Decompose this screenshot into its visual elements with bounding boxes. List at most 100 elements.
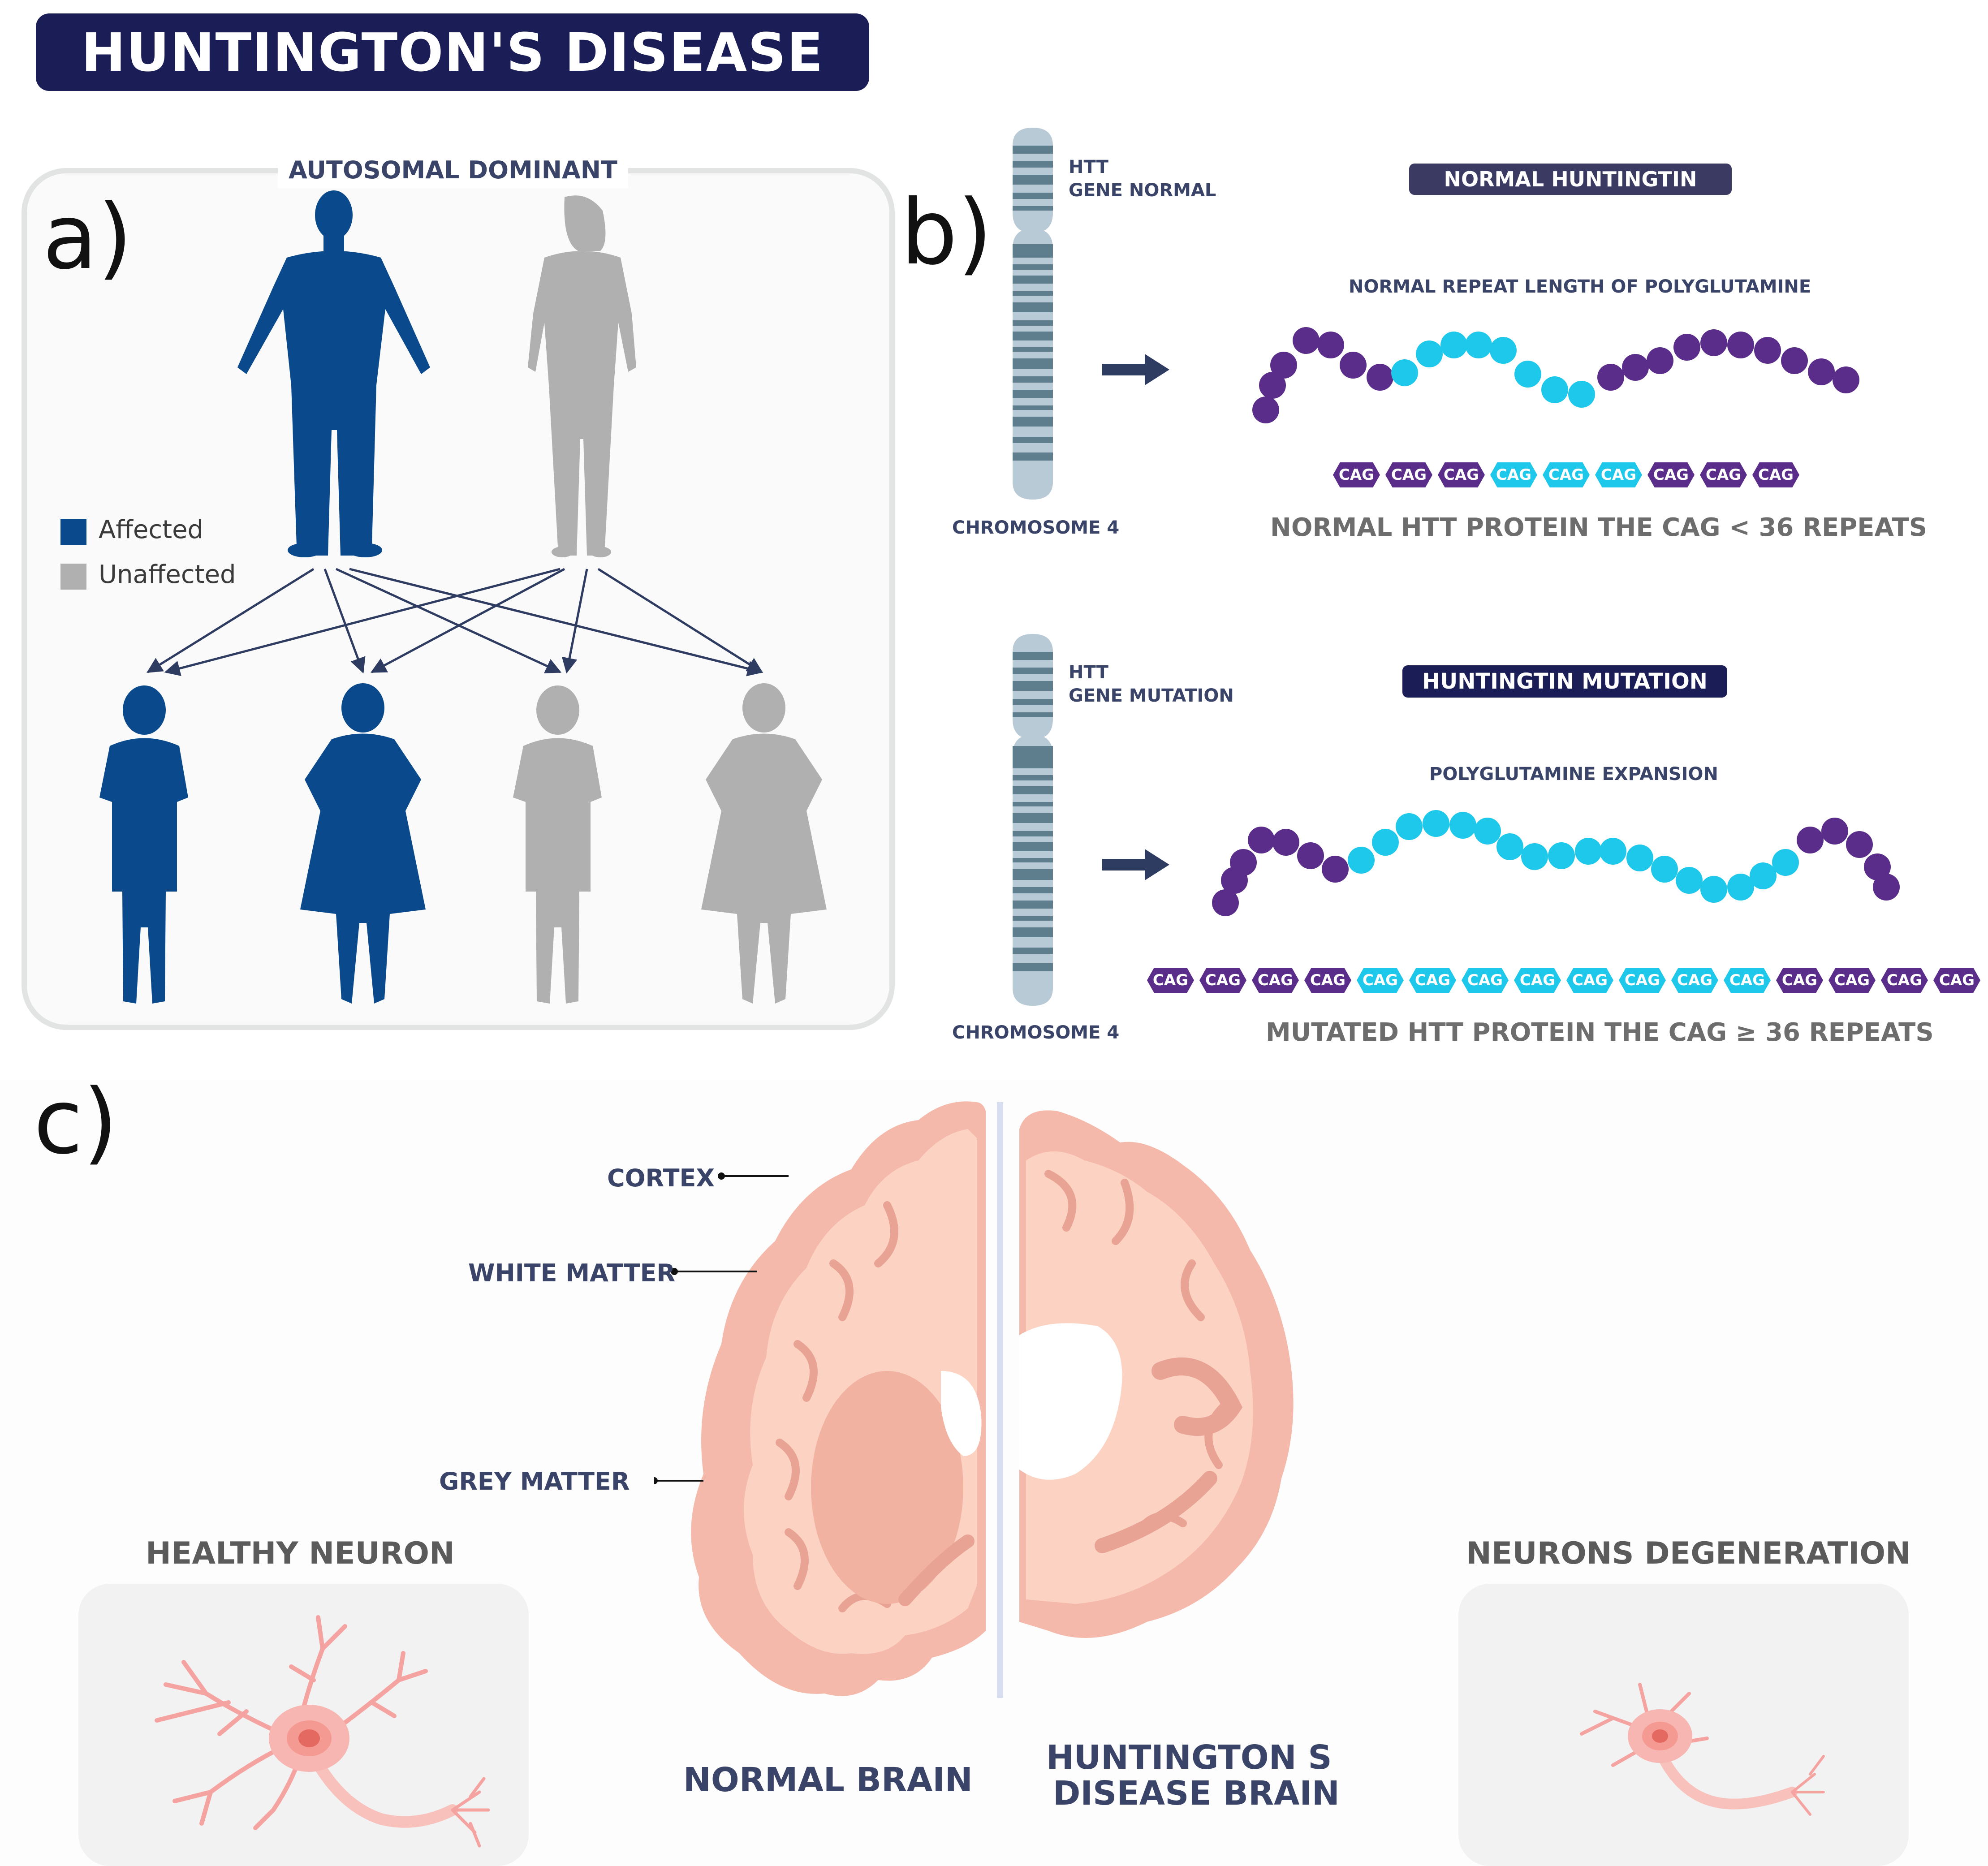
amino-acid-bead <box>1647 347 1673 374</box>
cag-repeat-cyan: CAG <box>1619 968 1666 993</box>
amino-acid-bead <box>1416 340 1443 367</box>
amino-acid-bead <box>1396 813 1423 840</box>
panel-b-letter: b) <box>901 181 992 285</box>
cag-repeat-purple: CAG <box>1438 462 1485 487</box>
amino-acid-bead <box>1808 358 1835 385</box>
mother-unaffected-figure <box>528 195 636 557</box>
autosomal-dominant-label: AUTOSOMAL DOMINANT <box>278 152 628 188</box>
inheritance-diagram <box>99 190 827 1004</box>
hd-brain-label-line1: HUNTINGTON S <box>1046 1738 1332 1777</box>
amino-acid-bead <box>1322 856 1349 883</box>
amino-acid-bead <box>1626 845 1653 871</box>
amino-acid-bead <box>1772 849 1799 876</box>
hd-brain-label-line2: DISEASE BRAIN <box>1053 1774 1340 1813</box>
cag-repeat-purple: CAG <box>1647 462 1695 487</box>
cag-repeat-purple: CAG <box>1304 968 1351 993</box>
cag-repeat-purple: CAG <box>1199 968 1246 993</box>
legend-label-affected: Affected <box>99 515 204 544</box>
amino-acid-bead <box>1700 876 1727 903</box>
amino-acid-bead <box>1548 842 1575 869</box>
cag-repeat-cyan: CAG <box>1543 462 1590 487</box>
son-unaffected-figure <box>513 685 602 1004</box>
cag-repeat-purple: CAG <box>1776 968 1823 993</box>
amino-acid-bead <box>1297 842 1324 869</box>
cag-repeat-cyan: CAG <box>1490 462 1537 487</box>
cag-repeat-purple: CAG <box>1933 968 1980 993</box>
amino-acid-bead <box>1575 838 1602 865</box>
arrow-right-icon <box>1102 849 1169 880</box>
amino-acid-bead <box>1846 831 1873 858</box>
amino-acid-bead <box>1676 867 1703 894</box>
amino-acid-bead <box>1727 332 1754 358</box>
htt-gene-mutation-label-1: HTT <box>1069 662 1108 683</box>
huntingtin-mutation-pill: HUNTINGTIN MUTATION <box>1402 665 1727 698</box>
polyglutamine-expansion-subtitle: POLYGLUTAMINE EXPANSION <box>1429 764 1718 784</box>
normal-repeat-subtitle: NORMAL REPEAT LENGTH OF POLYGLUTAMINE <box>1349 276 1811 297</box>
amino-acid-bead <box>1622 354 1649 381</box>
degenerating-neuron-illustration <box>1580 1683 1825 1816</box>
normal-polyglutamine-chain <box>1252 327 1859 423</box>
cag-repeat-purple: CAG <box>1147 968 1194 993</box>
arrow-right-icon <box>1102 354 1169 385</box>
amino-acid-bead <box>1423 810 1449 837</box>
htt-gene-normal-label-1: HTT <box>1069 157 1108 177</box>
inheritance-arrows <box>147 568 763 677</box>
healthy-neuron-illustration <box>155 1615 490 1848</box>
legend-swatch-unaffected <box>60 564 86 590</box>
white-matter-label: WHITE MATTER <box>468 1259 676 1287</box>
amino-acid-bead <box>1252 396 1279 423</box>
amino-acid-bead <box>1821 818 1848 845</box>
cag-repeat-purple: CAG <box>1252 968 1299 993</box>
amino-acid-bead <box>1465 332 1492 358</box>
healthy-neuron-title: HEALTHY NEURON <box>146 1536 455 1571</box>
cag-repeat-purple: CAG <box>1700 462 1747 487</box>
cag-repeat-cyan: CAG <box>1357 968 1404 993</box>
chromosome-normal <box>1013 128 1053 500</box>
amino-acid-bead <box>1259 372 1286 399</box>
divider-line <box>997 1102 1003 1698</box>
mutated-htt-caption: MUTATED HTT PROTEIN THE CAG ≥ 36 REPEATS <box>1266 1018 1934 1047</box>
legend-swatch-affected <box>60 519 86 545</box>
legend-label-unaffected: Unaffected <box>99 560 236 589</box>
amino-acid-bead <box>1568 381 1595 408</box>
daughter-unaffected-figure <box>701 683 827 1004</box>
title-banner: HUNTINGTON'S DISEASE <box>36 13 869 91</box>
htt-gene-normal-label-2: GENE NORMAL <box>1069 180 1216 201</box>
page-title: HUNTINGTON'S DISEASE <box>81 21 824 83</box>
father-affected-figure <box>237 190 430 557</box>
amino-acid-bead <box>1317 332 1344 358</box>
panel-c-letter: c) <box>34 1070 118 1174</box>
chromosome-4-label-mutation: CHROMOSOME 4 <box>952 1022 1120 1043</box>
amino-acid-bead <box>1873 874 1900 901</box>
amino-acid-bead <box>1490 337 1517 364</box>
son-affected-figure <box>99 685 188 1004</box>
normal-htt-caption: NORMAL HTT PROTEIN THE CAG < 36 REPEATS <box>1270 513 1928 542</box>
amino-acid-bead <box>1367 364 1393 391</box>
huntingtons-brain-hemisphere <box>1019 1110 1294 1638</box>
cag-repeat-cyan: CAG <box>1724 968 1771 993</box>
normal-brain-label: NORMAL BRAIN <box>683 1761 973 1799</box>
amino-acid-bead <box>1496 833 1523 860</box>
brain-label-pointers <box>654 1172 789 1484</box>
cag-repeat-purple: CAG <box>1881 968 1928 993</box>
mutated-polyglutamine-chain <box>1212 810 1900 916</box>
amino-acid-bead <box>1212 889 1239 916</box>
amino-acid-bead <box>1833 366 1859 393</box>
amino-acid-bead <box>1541 376 1568 403</box>
grey-matter-label: GREY MATTER <box>439 1467 630 1495</box>
cag-repeat-purple: CAG <box>1752 462 1799 487</box>
amino-acid-bead <box>1348 847 1375 874</box>
amino-acid-bead <box>1700 329 1727 356</box>
cag-repeat-cyan: CAG <box>1595 462 1642 487</box>
brain-comparison <box>654 1101 1294 1698</box>
amino-acid-bead <box>1391 359 1418 386</box>
amino-acid-bead <box>1754 337 1781 364</box>
chromosome-4-label-normal: CHROMOSOME 4 <box>952 517 1120 538</box>
amino-acid-bead <box>1372 829 1399 856</box>
daughter-affected-figure <box>300 683 426 1004</box>
amino-acid-bead <box>1293 327 1320 354</box>
cag-repeat-cyan: CAG <box>1514 968 1561 993</box>
amino-acid-bead <box>1521 843 1548 870</box>
cag-repeat-purple: CAG <box>1385 462 1432 487</box>
